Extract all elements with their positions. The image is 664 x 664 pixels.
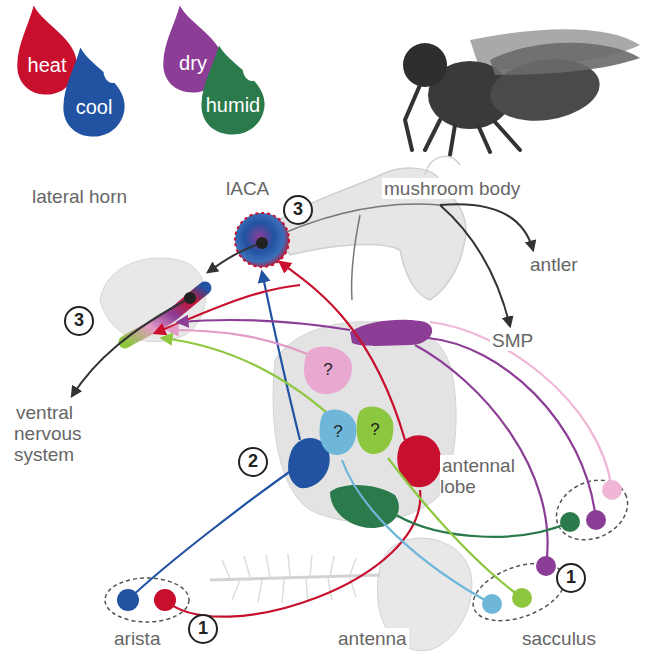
arista-group [105,578,189,622]
node-text: ? [370,421,379,440]
fly-silhouette [403,29,640,155]
node-text: heat [28,54,67,76]
region-label-box: antenna [336,628,426,649]
node-text: 1 [198,619,208,639]
node-text: humid [206,94,260,116]
glomerulus: ? [302,345,354,395]
stimulus-drop: cool [60,46,128,138]
region-label: antler [528,254,580,275]
region-label: ventral nervous system [14,402,82,465]
node-text: 3 [293,200,303,220]
region-label-box: lateral horn [30,186,170,207]
laca-region [235,213,289,267]
antenna-illustration [210,538,472,651]
node-text: ? [323,361,332,380]
region-label: antenna [336,628,409,649]
region-label: arista [112,628,162,649]
region-label-box: lACA [224,178,294,199]
sacculus-group [547,469,638,551]
region-label: lateral horn [30,186,129,207]
lateral-horn [100,258,206,342]
stimulus-drop: humid [198,44,268,136]
region-label: mushroom body [382,178,522,199]
arista-feather [222,554,356,603]
region-label-box: ventral nervous system [14,402,114,465]
region-label-box: mushroom body [382,178,542,199]
region-label-box: SMP [490,330,550,351]
callout-number: 2 [238,447,268,477]
neurons [128,262,612,617]
node-text: 2 [248,452,258,472]
callout-number: 1 [556,563,586,593]
region-label: SMP [490,330,535,351]
region-label: sacculus [520,628,598,649]
callout-number: 3 [64,306,94,336]
region-label-box: antler [528,254,608,275]
node-text: 3 [74,311,84,331]
region-label: lACA [224,178,271,199]
drop-shape [60,46,128,138]
region-label: antennal lobe [440,455,515,497]
glomerulus: ? [355,405,395,455]
callout-number: 1 [188,614,218,644]
drop-shape [198,44,268,136]
node-text: 1 [566,568,576,588]
callout-number: 3 [283,195,313,225]
node-text: ? [333,423,342,442]
region-label-box: sacculus [520,628,620,649]
region-label-box: antennal lobe [440,455,550,497]
lateral-horn-band [125,288,205,342]
region-label-box: arista [112,628,192,649]
output-neurons [72,204,533,396]
node-text: cool [76,96,113,118]
glomerulus: ? [318,408,358,456]
node-text: dry [179,52,207,74]
